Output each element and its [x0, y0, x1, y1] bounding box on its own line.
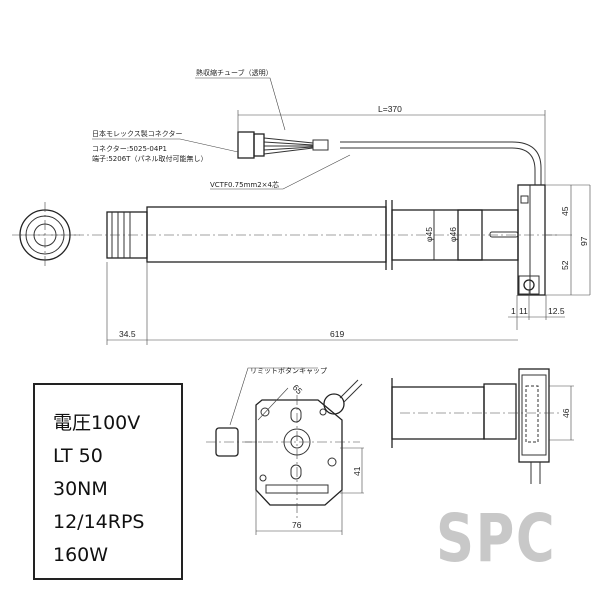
- dim-65: 65: [291, 382, 305, 396]
- dim-1: 1: [511, 306, 516, 316]
- motor-side-view: [20, 184, 560, 296]
- bracket-view: 65 41 76: [206, 367, 364, 535]
- connector-maker-label: 日本モレックス製コネクター: [92, 129, 183, 138]
- heat-shrink-label: 熱収縮チューブ（透明）: [196, 68, 273, 77]
- dim-12-5: 12.5: [548, 306, 565, 316]
- dim-cable-length: L=370: [378, 104, 402, 114]
- spec-power: 160W: [53, 544, 109, 566]
- spec-voltage: 電圧100V: [53, 412, 141, 434]
- dim-46-side: 46: [561, 408, 571, 418]
- dim-phi45: φ45: [424, 227, 434, 242]
- dim-619: 619: [330, 329, 344, 339]
- side-view: 46: [391, 368, 574, 484]
- labels: 熱収縮チューブ（透明） 日本モレックス製コネクター コネクター:5025-04P…: [92, 68, 327, 375]
- connector-model-label: コネクター:5025-04P1: [92, 144, 167, 153]
- spec-speed: 12/14RPS: [53, 511, 145, 533]
- dim-41: 41: [352, 466, 362, 476]
- spec-model: LT 50: [53, 445, 103, 467]
- terminal-model-label: 端子:5206T（パネル取付可能無し）: [92, 154, 207, 163]
- dim-45: 45: [560, 206, 570, 216]
- spec-torque: 30NM: [53, 478, 108, 500]
- dim-97: 97: [579, 236, 589, 246]
- cable-label: VCTF0.75mm2×4芯: [210, 180, 279, 189]
- dim-11: 11: [519, 306, 528, 316]
- dim-52: 52: [560, 260, 570, 270]
- spec-box: 電圧100V LT 50 30NM 12/14RPS 160W: [33, 383, 183, 580]
- dim-phi46: φ46: [448, 227, 458, 242]
- limit-cap-label: リミットボタンキャップ: [250, 366, 327, 375]
- dim-34-5: 34.5: [119, 329, 136, 339]
- spc-logo: SPC: [436, 500, 557, 577]
- cable-connector: [92, 77, 546, 190]
- dimensions: L=370 φ45 φ46 45 52 97 1 11 12.5 34.5 61…: [106, 104, 591, 345]
- dim-76: 76: [292, 520, 302, 530]
